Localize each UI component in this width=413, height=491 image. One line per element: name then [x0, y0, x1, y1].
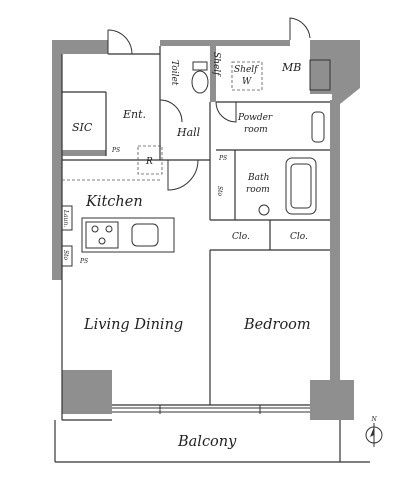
ps-kitchen-label: PS — [79, 258, 88, 265]
room-labels: Balcony Living Dining Bedroom Kitchen En… — [62, 52, 311, 450]
structural-walls — [52, 40, 360, 420]
wall-hall-right — [210, 46, 216, 102]
powder-room-label-2: room — [244, 125, 268, 135]
toilet-bowl — [191, 70, 209, 94]
storage-kitchen-label: Sto — [62, 250, 69, 261]
bath-room-label-2: room — [246, 185, 270, 195]
kitchen-sink — [131, 223, 159, 247]
doors — [107, 17, 311, 191]
bathtub — [285, 157, 317, 215]
wall-top-mid — [160, 40, 290, 46]
column-bottom-right — [310, 380, 354, 420]
toilet-label: Toilet — [169, 60, 179, 86]
shelf-w-label: Shelf — [234, 65, 259, 75]
powder-room-label-1: Powder — [237, 113, 273, 123]
wall-right-pillar — [332, 40, 360, 104]
bedroom-label: Bedroom — [243, 317, 311, 333]
compass: N — [365, 416, 383, 447]
storage-hall-label: Sto — [216, 186, 223, 197]
partition-lines — [54, 46, 370, 463]
wall-sic-bottom — [62, 150, 106, 156]
sic-label: SIC — [72, 121, 93, 134]
mb-label: MB — [281, 61, 301, 74]
ps-bath-label: PS — [218, 155, 227, 162]
kitchen-label: Kitchen — [85, 194, 143, 210]
wall-top-left — [52, 40, 108, 54]
ps-entrance-label: PS — [111, 147, 120, 154]
windows — [112, 405, 310, 414]
shelf-label: Shelf — [211, 52, 221, 77]
wall-right-outer — [330, 100, 340, 380]
fixtures — [61, 59, 331, 267]
column-bottom-left — [62, 370, 112, 414]
living-dining-label: Living Dining — [83, 317, 183, 333]
closet-left-label: Clo. — [232, 232, 250, 242]
hall-door — [167, 159, 199, 191]
hall-label: Hall — [176, 126, 201, 139]
w-label: W — [242, 77, 252, 87]
laundry-label: Laun. — [62, 209, 69, 227]
powder-door — [215, 101, 237, 123]
closet-right-label: Clo. — [290, 232, 308, 242]
washbasin — [311, 111, 325, 143]
stove — [85, 221, 119, 249]
dashed-elements — [62, 61, 263, 181]
refrigerator-label: R — [145, 157, 153, 167]
balcony-label: Balcony — [177, 434, 237, 450]
bath-room-label-1: Bath — [247, 173, 269, 183]
mb-door — [289, 17, 311, 40]
kitchen-counter — [81, 217, 175, 253]
compass-north-label: N — [371, 416, 378, 423]
wall-top-right — [310, 40, 332, 94]
entrance-label: Ent. — [122, 108, 146, 121]
toilet-door — [159, 99, 183, 123]
wall-left-outer — [52, 40, 62, 280]
entrance-door — [107, 29, 133, 55]
